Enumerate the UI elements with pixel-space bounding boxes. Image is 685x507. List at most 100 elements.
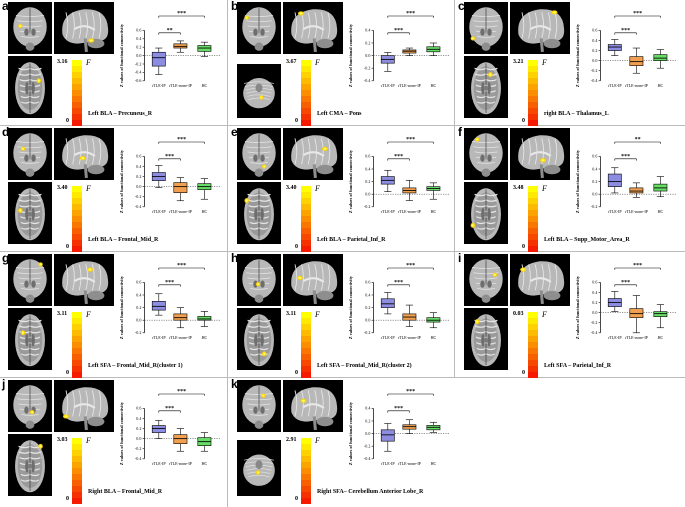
box-plot: Z values of functional connectivity-0.20… [348,263,451,340]
y-axis-label: Z values of functional connectivity [348,401,353,465]
chart-area: Z values of functional connectivity-0.4-… [574,256,680,360]
colorbar-max-label: 3.48 [513,185,524,191]
sagittal-slice-image [54,380,114,432]
significance-bracket: *** [387,263,434,270]
axial-slice-image [464,182,508,244]
colorbar-min-label: 0 [66,118,69,124]
significance-label: ** [635,137,641,143]
box-rtle-none-ip [402,180,417,201]
y-tick-label: -0.2 [135,194,141,199]
y-tick-label: 0.4 [365,28,370,33]
box-hc [653,304,668,329]
y-tick-label: 0.6 [136,28,141,33]
f-statistic-symbol: F [542,58,547,67]
y-tick-label: 0.0 [365,53,370,58]
panel-caption: Left BLA – Frontal_Mid_R [88,237,159,243]
box-hc [426,42,441,56]
significance-bracket: *** [387,137,434,144]
box-rtle-none-ip [402,304,417,327]
sagittal-slice-image [54,128,114,180]
y-tick-label: 0.2 [136,305,141,310]
axial-slice-image [464,56,508,118]
y-tick-label: 0.2 [592,300,597,305]
panel-caption: Right SFA– Cerebellum Anterior Lobe_R [317,489,424,495]
significance-label: *** [165,280,174,286]
x-tick-label: rTLE-IP [381,335,396,340]
coronal-slice-image [8,2,52,54]
y-tick-label: -0.2 [364,66,370,71]
y-tick-label: 0.0 [136,184,141,189]
box-rtle-ip [151,47,166,75]
y-tick-label: 0.6 [592,28,597,33]
colorbar-max-label: 3.21 [513,59,524,65]
colorbar [72,312,82,378]
box-rtle-none-ip [173,307,188,329]
box-hc [426,182,441,200]
axial-slice-image [8,434,52,496]
x-tick-label: HC [202,461,208,466]
y-tick-label: 0.4 [592,38,597,43]
colorbar-min-label: 0 [295,370,298,376]
y-tick-label: -0.2 [135,446,141,451]
x-tick-label: HC [202,209,208,214]
sagittal-slice-image [283,254,343,306]
significance-label: *** [621,154,630,160]
x-tick-label: rTLE-IP [608,335,623,340]
significance-bracket: *** [387,11,434,18]
y-tick-label: 0.2 [592,48,597,53]
colorbar [72,186,82,252]
box-plot: Z values of functional connectivity-0.4-… [119,389,222,466]
box-rtle-none-ip [402,419,417,434]
sagittal-slice-image [54,254,114,306]
significance-label: *** [165,406,174,412]
significance-bracket: *** [614,154,637,161]
significance-label: *** [165,154,174,160]
colorbar-max-label: 3.16 [57,59,68,65]
significance-label: *** [177,11,186,17]
x-tick-label: rTLE-IP [381,83,396,88]
y-tick-label: 0.6 [365,280,370,285]
y-tick-label: 0.2 [136,426,141,431]
f-statistic-symbol: F [86,436,91,445]
box-plot: Z values of functional connectivity-0.4-… [119,137,222,214]
x-tick-label: rTLE-none-IP [169,83,193,88]
y-tick-label: -0.4 [364,78,370,83]
y-tick-label: 0.4 [592,290,597,295]
significance-bracket: *** [387,280,410,287]
x-tick-label: rTLE-IP [152,209,167,214]
coronal-slice-image [237,2,281,54]
box-plot: Z values of functional connectivity-0.20… [119,263,222,340]
significance-label: *** [406,389,415,395]
y-tick-label: 0.4 [136,416,141,421]
y-axis-label: Z values of functional connectivity [348,149,353,213]
y-tick-label: 0.2 [365,418,370,423]
box-rtle-ip [151,165,166,188]
box-rtle-ip [151,293,166,316]
box-rtle-none-ip [629,47,644,74]
x-tick-label: rTLE-none-IP [169,209,193,214]
significance-label: *** [406,263,415,269]
panel-label: f [458,125,462,139]
significance-label: *** [394,28,403,34]
panel-caption: Left SFA – Frontal_Mid_R(cluster 2) [317,363,412,369]
axial-slice-image [8,182,52,244]
sagittal-slice-image [283,2,343,54]
significance-bracket: *** [158,154,181,161]
significance-label: *** [177,389,186,395]
x-tick-label: rTLE-none-IP [625,335,649,340]
coronal-slice-image [8,380,52,432]
y-tick-label: -0.2 [135,61,141,66]
panel-label: b [231,0,239,13]
colorbar-max-label: 3.40 [286,185,297,191]
box-rtle-ip [380,292,395,315]
box-rtle-none-ip [629,182,644,198]
y-tick-label: -0.2 [591,320,597,325]
box-rtle-none-ip [402,47,417,56]
colorbar [301,312,311,378]
x-tick-label: rTLE-none-IP [398,83,422,88]
